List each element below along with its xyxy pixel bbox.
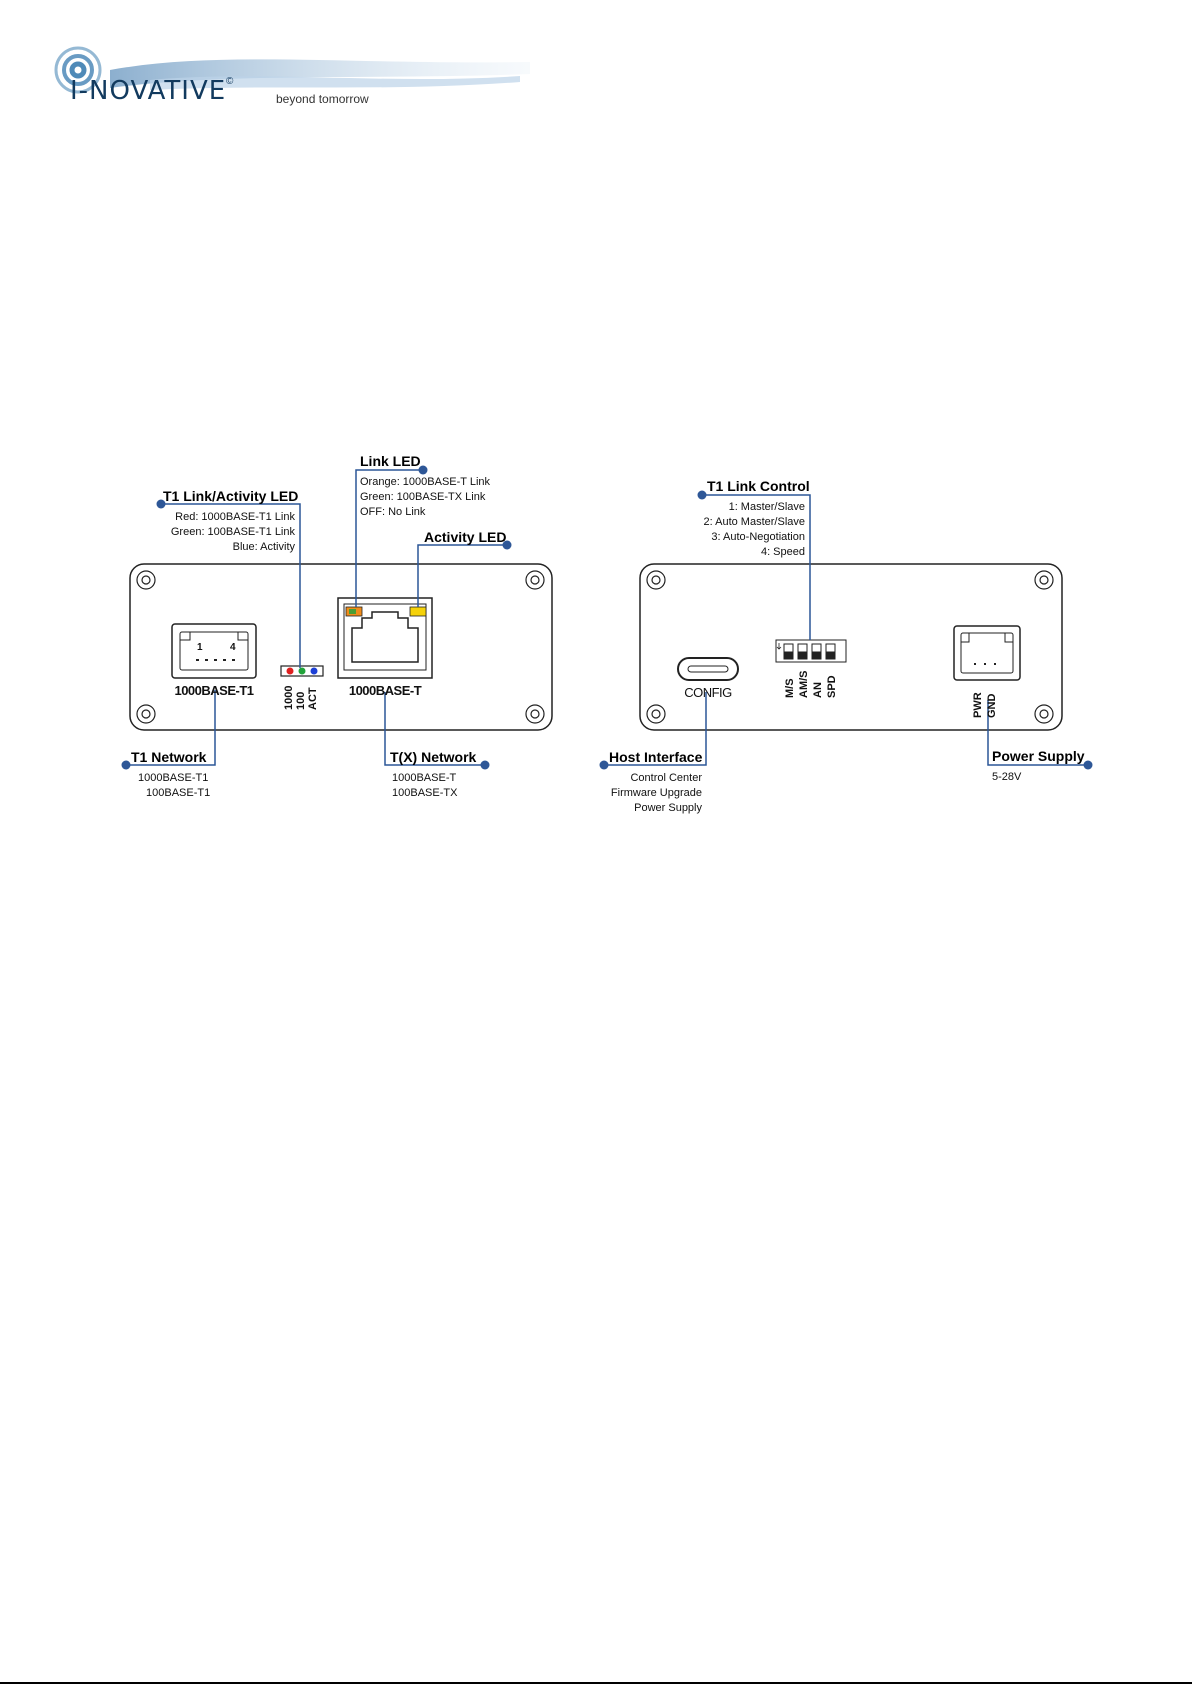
host-interface-title: Host Interface xyxy=(609,749,703,765)
activity-led-title: Activity LED xyxy=(424,529,507,545)
led-label-act: ACT xyxy=(307,687,319,710)
screw-icon xyxy=(646,570,666,590)
t1-link-control-title: T1 Link Control xyxy=(707,478,810,494)
callout-dot-icon xyxy=(697,490,707,500)
dip-label-ams: AM/S xyxy=(798,670,810,699)
t1-link-control-line: 4: Speed xyxy=(760,546,805,558)
callout-dot-icon xyxy=(480,760,490,770)
t1-link-control-line: 1: Master/Slave xyxy=(728,501,805,513)
red-led-icon xyxy=(286,667,294,675)
power-supply-title: Power Supply xyxy=(992,748,1085,764)
dip-switch xyxy=(775,639,847,663)
usb-config-label: CONFIG xyxy=(684,685,732,700)
led-label-100: 100 xyxy=(295,691,307,710)
port-t1-label: 1000BASE-T1 xyxy=(174,683,254,698)
tx-network-line: 1000BASE-T xyxy=(392,772,457,784)
link-led-desc: Orange: 1000BASE-T Link Green: 100BASE-T… xyxy=(360,475,490,520)
t1-led-desc: Red: 1000BASE-T1 Link Green: 100BASE-T1 … xyxy=(140,510,295,555)
screw-icon xyxy=(136,570,156,590)
tx-network-line: 100BASE-TX xyxy=(392,787,458,799)
blue-led-icon xyxy=(310,667,318,675)
tx-network-desc: 1000BASE-T 100BASE-TX xyxy=(392,771,457,801)
t1-network-desc: 1000BASE-T1 100BASE-T1 xyxy=(138,771,210,801)
port-t1-pin: 4 xyxy=(230,642,236,653)
screw-icon xyxy=(1034,570,1054,590)
footer-rule xyxy=(0,1682,1192,1684)
gnd-label: GND xyxy=(986,693,998,718)
callout-dot-icon xyxy=(599,760,609,770)
rj45-port xyxy=(337,597,433,679)
t1-link-control-line: 3: Auto-Negotiation xyxy=(711,531,805,543)
activity-led-icon xyxy=(409,606,427,617)
t1-led-line: Red: 1000BASE-T1 Link xyxy=(175,511,295,523)
t1-network-line: 1000BASE-T1 xyxy=(138,772,209,784)
power-connector xyxy=(953,625,1021,681)
screw-icon xyxy=(646,704,666,724)
green-led-icon xyxy=(298,667,306,675)
t1-network-title: T1 Network xyxy=(131,749,207,765)
t1-led-title: T1 Link/Activity LED xyxy=(163,488,299,504)
t1-led-line: Green: 100BASE-T1 Link xyxy=(170,526,295,538)
t1-led-strip xyxy=(280,665,324,677)
device-diagram xyxy=(121,465,1093,770)
front-panel xyxy=(129,563,553,731)
logo: I-NOVATIVE © beyond tomorrow xyxy=(50,40,550,112)
brand-name: I-NOVATIVE xyxy=(70,76,227,106)
t1-link-control-desc: 1: Master/Slave 2: Auto Master/Slave 3: … xyxy=(650,500,806,560)
t1-network-line: 100BASE-T1 xyxy=(146,787,211,799)
t1-led-line: Blue: Activity xyxy=(232,541,295,553)
callout-dot-icon xyxy=(156,499,166,509)
screw-icon xyxy=(1034,704,1054,724)
callout-dots xyxy=(121,465,1093,770)
signal-icon xyxy=(54,46,102,94)
t1-connector xyxy=(171,623,257,679)
screw-icon xyxy=(136,704,156,724)
screw-icon xyxy=(525,704,545,724)
link-led-line: Orange: 1000BASE-T Link xyxy=(360,476,491,488)
host-interface-desc: Control Center Firmware Upgrade Power Su… xyxy=(580,771,702,816)
callout-dot-icon xyxy=(418,465,428,475)
host-interface-line: Firmware Upgrade xyxy=(610,787,702,799)
dip-label-spd: SPD xyxy=(826,675,838,698)
host-interface-line: Power Supply xyxy=(634,802,702,814)
back-panel xyxy=(639,563,1063,731)
port-t1-pin: 1 xyxy=(197,642,203,653)
link-led-line: OFF: No Link xyxy=(360,506,426,518)
led-label-1000: 1000 xyxy=(283,685,295,710)
callout-dot-icon xyxy=(502,540,512,550)
pwr-label: PWR xyxy=(972,692,984,718)
callout-lines xyxy=(126,469,1088,766)
power-supply-desc: 5-28V xyxy=(992,770,1021,785)
t1-link-control-line: 2: Auto Master/Slave xyxy=(703,516,806,528)
usb-c-port xyxy=(677,657,739,681)
callout-dot-icon xyxy=(1083,760,1093,770)
host-interface-line: Control Center xyxy=(630,772,702,784)
link-led-title: Link LED xyxy=(360,453,421,469)
dip-label-ms: M/S xyxy=(784,678,796,698)
logo-swoosh-graphic xyxy=(54,46,530,94)
screw-icon xyxy=(525,570,545,590)
dip-label-an: AN xyxy=(812,682,824,698)
link-led-line: Green: 100BASE-TX Link xyxy=(360,491,486,503)
copyright-mark: © xyxy=(226,76,234,87)
tx-network-title: T(X) Network xyxy=(390,749,477,765)
port-rj45-label: 1000BASE-T xyxy=(348,683,422,698)
tagline: beyond tomorrow xyxy=(276,92,369,106)
callout-dot-icon xyxy=(121,760,131,770)
power-supply-line: 5-28V xyxy=(992,771,1022,783)
